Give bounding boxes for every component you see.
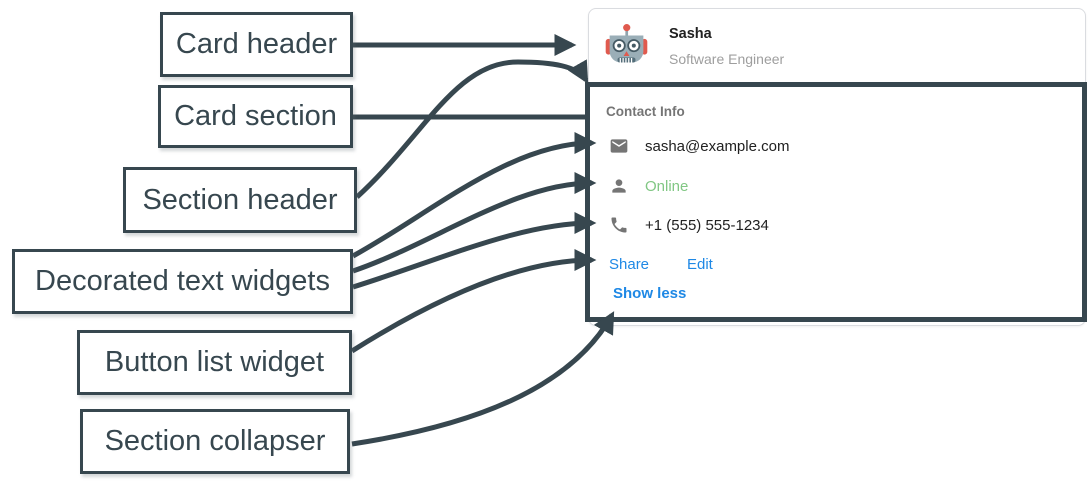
arrow-section-collapser: [351, 311, 615, 447]
email-icon: [610, 139, 628, 153]
phone-text: +1 (555) 555-1234: [645, 216, 769, 234]
label-card-section: Card section: [158, 85, 353, 148]
section-header-title: Contact Info: [606, 104, 685, 119]
contact-card: Sasha Software Engineer Contact Info sas…: [588, 8, 1086, 326]
arrow-button-list: [350, 249, 597, 354]
label-section-header: Section header: [123, 167, 357, 233]
arrow-section-header: [355, 59, 589, 199]
decorated-text-email-row: sasha@example.com: [609, 135, 789, 157]
label-section-collapser: Section collapser: [80, 409, 350, 474]
arrow-decorated-email: [351, 132, 597, 259]
email-text: sasha@example.com: [645, 137, 790, 155]
card-header-name: Sasha: [669, 26, 712, 42]
robot-avatar: [605, 24, 648, 63]
share-button[interactable]: Share: [609, 256, 650, 273]
person-icon: [612, 179, 626, 193]
label-button-list-widget: Button list widget: [77, 330, 352, 395]
arrow-decorated-status: [352, 172, 597, 274]
arrow-decorated-phone: [352, 212, 597, 290]
phone-icon: [611, 217, 627, 233]
card-header-subtitle: Software Engineer: [669, 51, 785, 67]
status-text: Online: [645, 177, 689, 195]
edit-button[interactable]: Edit: [687, 256, 713, 273]
section-collapser-button[interactable]: Show less: [613, 285, 687, 302]
decorated-text-phone-row: +1 (555) 555-1234: [609, 214, 769, 236]
label-decorated-text-widgets: Decorated text widgets: [12, 249, 353, 314]
label-card-header: Card header: [160, 12, 353, 77]
decorated-text-status-row: Online: [609, 175, 688, 197]
